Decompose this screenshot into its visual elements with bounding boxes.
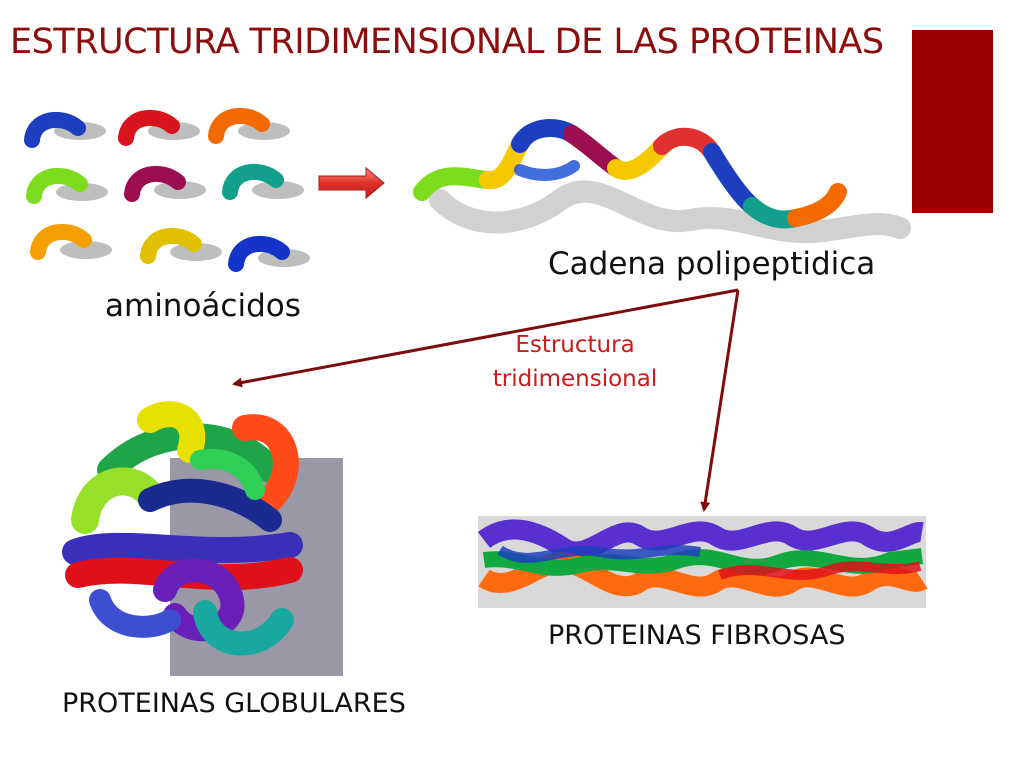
arrow-to-globular	[232, 288, 739, 388]
fibrous-proteins-label: PROTEINAS FIBROSAS	[548, 620, 846, 651]
slide-title: ESTRUCTURA TRIDIMENSIONAL DE LAS PROTEIN…	[10, 22, 884, 62]
globular-proteins-label: PROTEINAS GLOBULARES	[62, 688, 406, 719]
arrow-to-fibrous	[700, 289, 740, 512]
amino-piece-darkblue	[228, 235, 310, 272]
tridimensional-label: Estructura tridimensional	[470, 328, 680, 396]
amino-piece-blue	[24, 112, 106, 148]
amino-piece-orange	[208, 108, 290, 144]
polypeptide-chain-image	[413, 119, 911, 244]
amino-piece-green	[26, 168, 108, 204]
tridimensional-label-line1: Estructura	[515, 332, 635, 358]
amino-piece-teal	[222, 164, 304, 200]
amino-acid-pieces-image	[24, 108, 310, 272]
globular-protein-image	[62, 401, 343, 676]
amino-piece-amber	[30, 224, 112, 260]
fibrous-protein-image	[477, 516, 928, 608]
tridimensional-label-line2: tridimensional	[492, 366, 658, 392]
amino-piece-red	[118, 109, 200, 146]
amino-acids-label: aminoácidos	[105, 288, 301, 324]
amino-piece-magenta	[124, 166, 206, 202]
amino-piece-yellow	[140, 228, 222, 264]
accent-bar	[912, 30, 993, 213]
process-arrow	[318, 166, 385, 200]
polypeptide-chain-label: Cadena polipeptidica	[548, 246, 876, 282]
